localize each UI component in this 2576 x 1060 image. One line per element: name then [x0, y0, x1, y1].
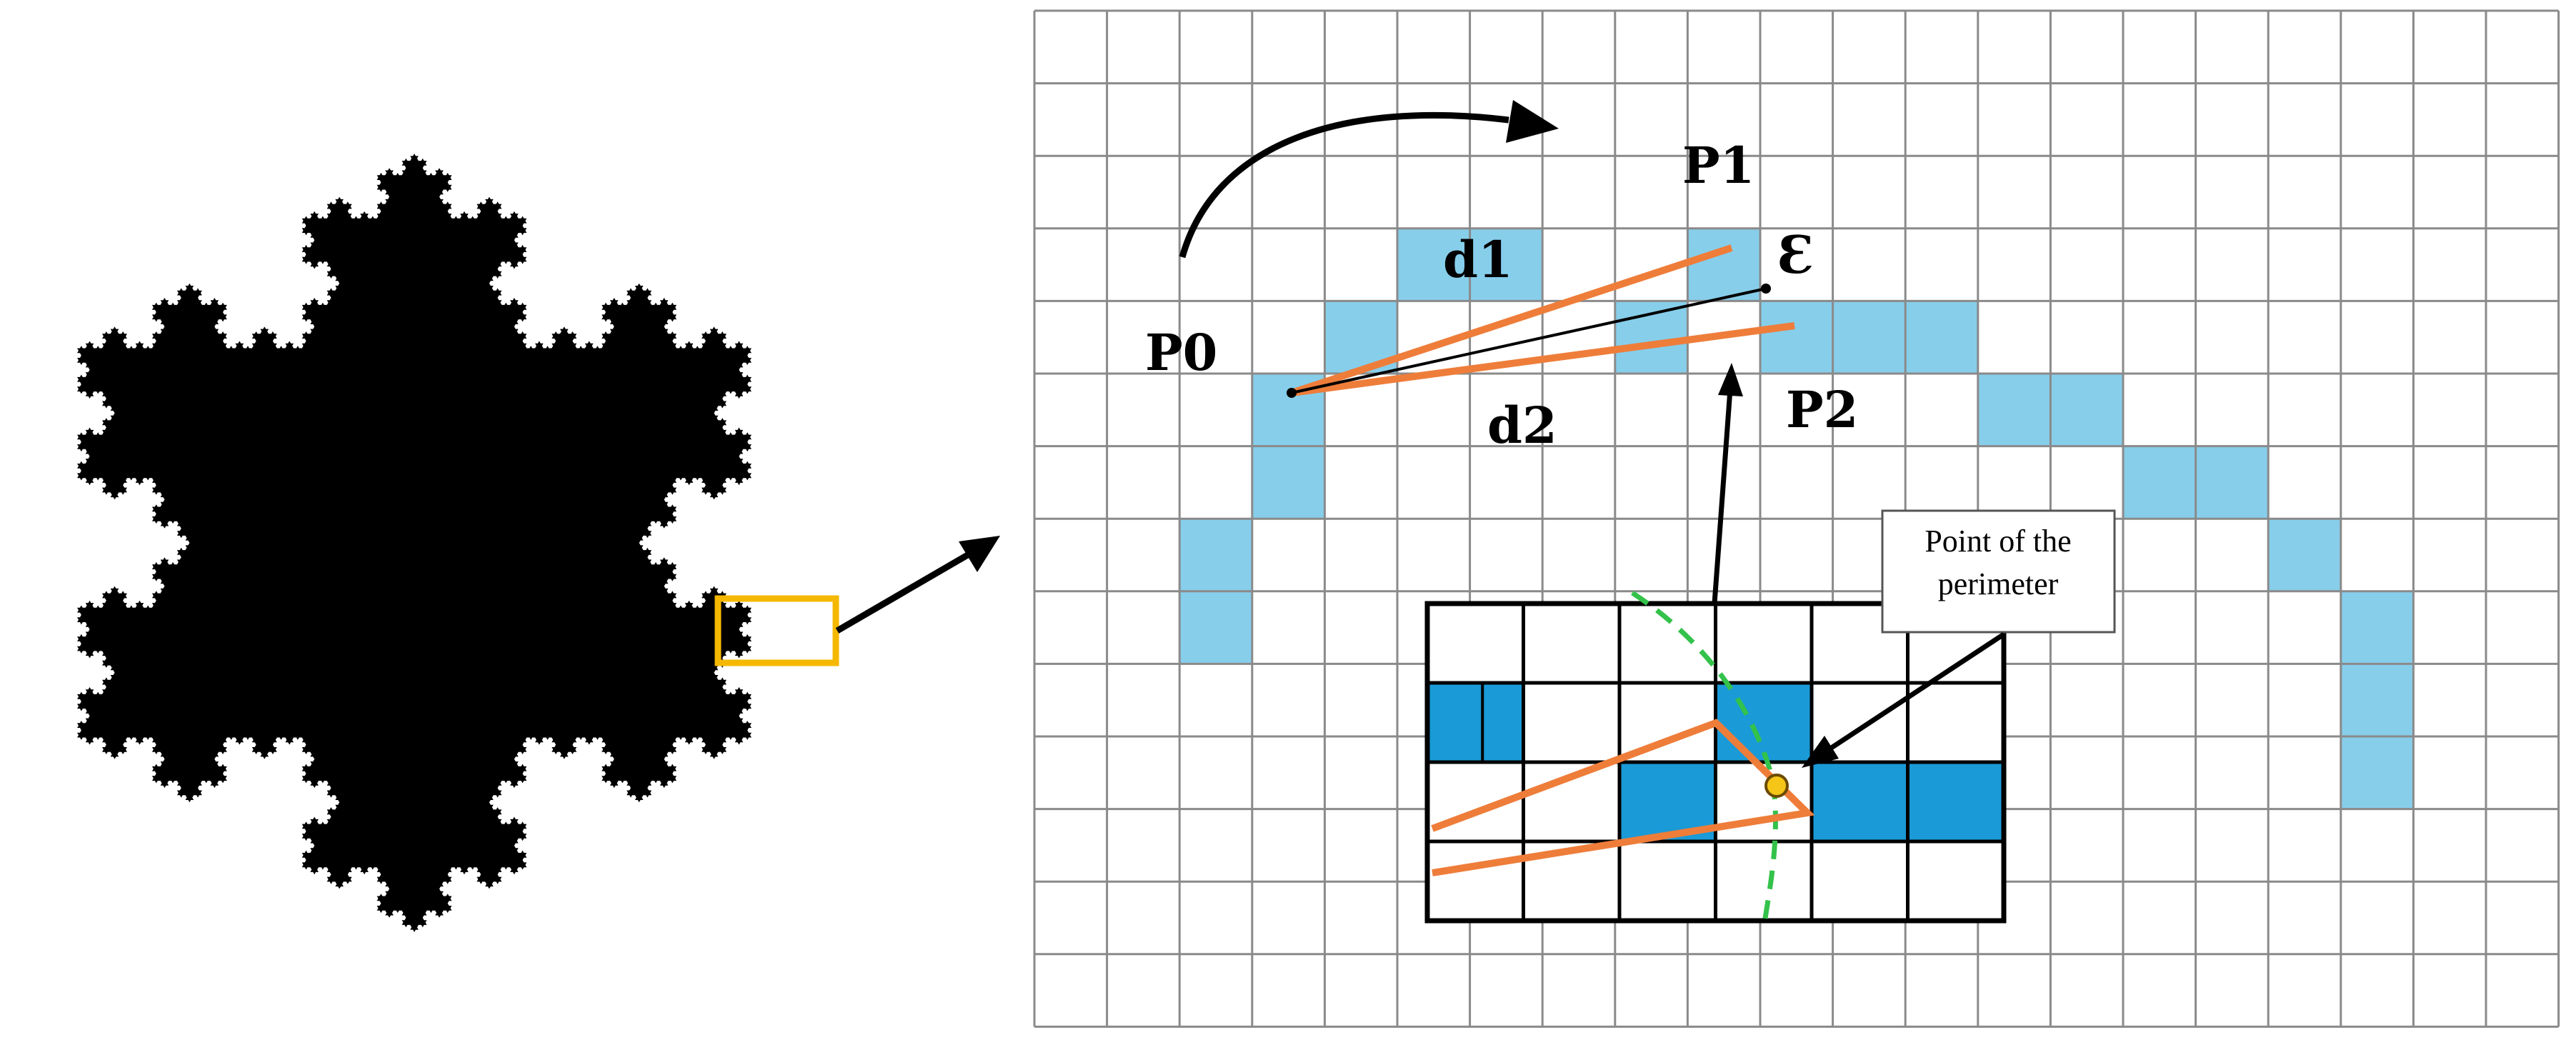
epsilon-point — [1761, 284, 1771, 294]
ray-to-p1 — [1290, 244, 1733, 396]
snowflake-shape — [77, 154, 752, 932]
inset-boundary-cell — [1812, 762, 1908, 841]
inset-rays — [1431, 719, 1815, 876]
boundary-cell — [1760, 301, 1833, 374]
perimeter-curve — [1631, 591, 1778, 924]
boundary-cell — [2340, 736, 2414, 809]
boundary-cell — [2195, 446, 2269, 519]
zoom-inset — [1424, 591, 2007, 924]
boundary-cell — [2268, 519, 2341, 591]
inset-boundary-cell — [1907, 762, 2004, 841]
boundary-cell — [2340, 591, 2414, 664]
boundary-cell — [2340, 664, 2414, 736]
arrow-up-icon — [1712, 363, 1743, 604]
boundary-cell — [2123, 446, 2196, 519]
label-d2: d2 — [1487, 396, 1557, 455]
p0-point — [1287, 388, 1297, 398]
boundary-cell — [1832, 301, 1906, 374]
label-p2: P2 — [1786, 380, 1858, 439]
boundary-cell — [1252, 446, 1325, 519]
label-p1: P1 — [1682, 136, 1754, 195]
boundary-cell — [1179, 591, 1252, 664]
boundary-cell — [1397, 228, 1470, 301]
boundary-cell — [1977, 374, 2051, 446]
callout-line-1: Point of the — [1924, 524, 2071, 559]
zoom-highlight-box — [714, 595, 839, 666]
boundary-cell — [1614, 301, 1688, 374]
boundary-cell — [1687, 228, 1760, 301]
ray-to-p2 — [1291, 322, 1795, 396]
arrow-right-icon — [835, 536, 1000, 634]
boundary-cell — [1905, 301, 1978, 374]
label-p0: P0 — [1145, 323, 1217, 382]
perimeter-callout: Point of the perimeter — [1802, 509, 2116, 768]
distance-rays — [1287, 244, 1795, 398]
callout-line-2: perimeter — [1938, 566, 2059, 601]
perimeter-point — [1764, 774, 1789, 798]
label-epsilon: Ɛ — [1777, 224, 1814, 285]
boundary-cell — [1469, 228, 1543, 301]
koch-snowflake — [77, 154, 752, 932]
inset-cells — [1427, 683, 2004, 841]
boundary-cell — [1179, 519, 1252, 591]
ray-to-epsilon — [1291, 287, 1767, 394]
inset-boundary-cell — [1427, 683, 1524, 762]
label-d1: d1 — [1443, 230, 1513, 289]
curved-arrow-icon — [1179, 100, 1559, 259]
inset-boundary-cell — [1715, 683, 1812, 762]
boundary-cell — [2050, 374, 2123, 446]
